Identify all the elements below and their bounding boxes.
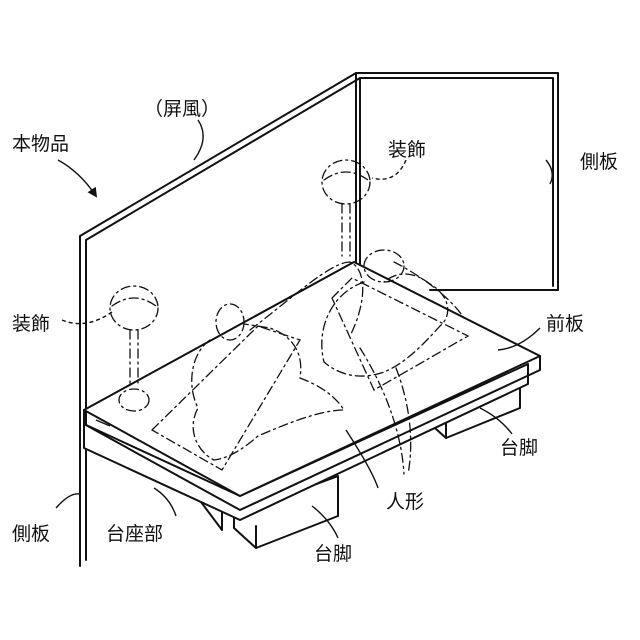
label-side-panel-right: 側板 <box>580 151 618 173</box>
label-decoration-left: 装飾 <box>12 313 50 335</box>
leader-base <box>154 488 176 516</box>
leader-decoration-top <box>372 160 406 179</box>
label-base: 台座部 <box>106 523 163 545</box>
screen-right-panel <box>356 73 558 290</box>
label-doll: 人形 <box>386 491 424 513</box>
label-side-panel-left: 側板 <box>12 523 50 545</box>
label-decoration-top: 装飾 <box>388 139 426 161</box>
decoration-top <box>322 160 370 256</box>
label-screen: （屏風） <box>144 98 220 120</box>
label-leg-center: 台脚 <box>314 543 352 565</box>
label-leg-right: 台脚 <box>500 437 538 459</box>
leader-screen <box>194 120 203 160</box>
label-product: 本物品 <box>12 133 69 155</box>
leader-side-right <box>546 160 552 184</box>
leader-side-left <box>56 494 80 508</box>
leader-product <box>58 160 96 196</box>
label-front-panel: 前板 <box>546 313 584 335</box>
